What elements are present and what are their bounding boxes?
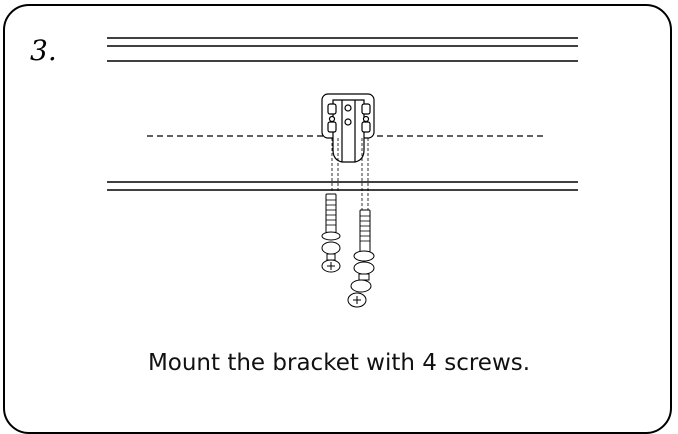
bracket-mounting-illustration	[107, 37, 578, 308]
step-number: 3.	[30, 34, 57, 67]
right-screw	[347, 209, 375, 308]
bottom-rail	[107, 181, 578, 191]
top-rail	[107, 37, 578, 62]
screw-guide-lines	[331, 138, 369, 210]
instruction-card	[3, 4, 672, 434]
left-screw	[321, 193, 341, 273]
instruction-caption: Mount the bracket with 4 screws.	[147, 350, 531, 376]
bracket	[321, 93, 375, 163]
